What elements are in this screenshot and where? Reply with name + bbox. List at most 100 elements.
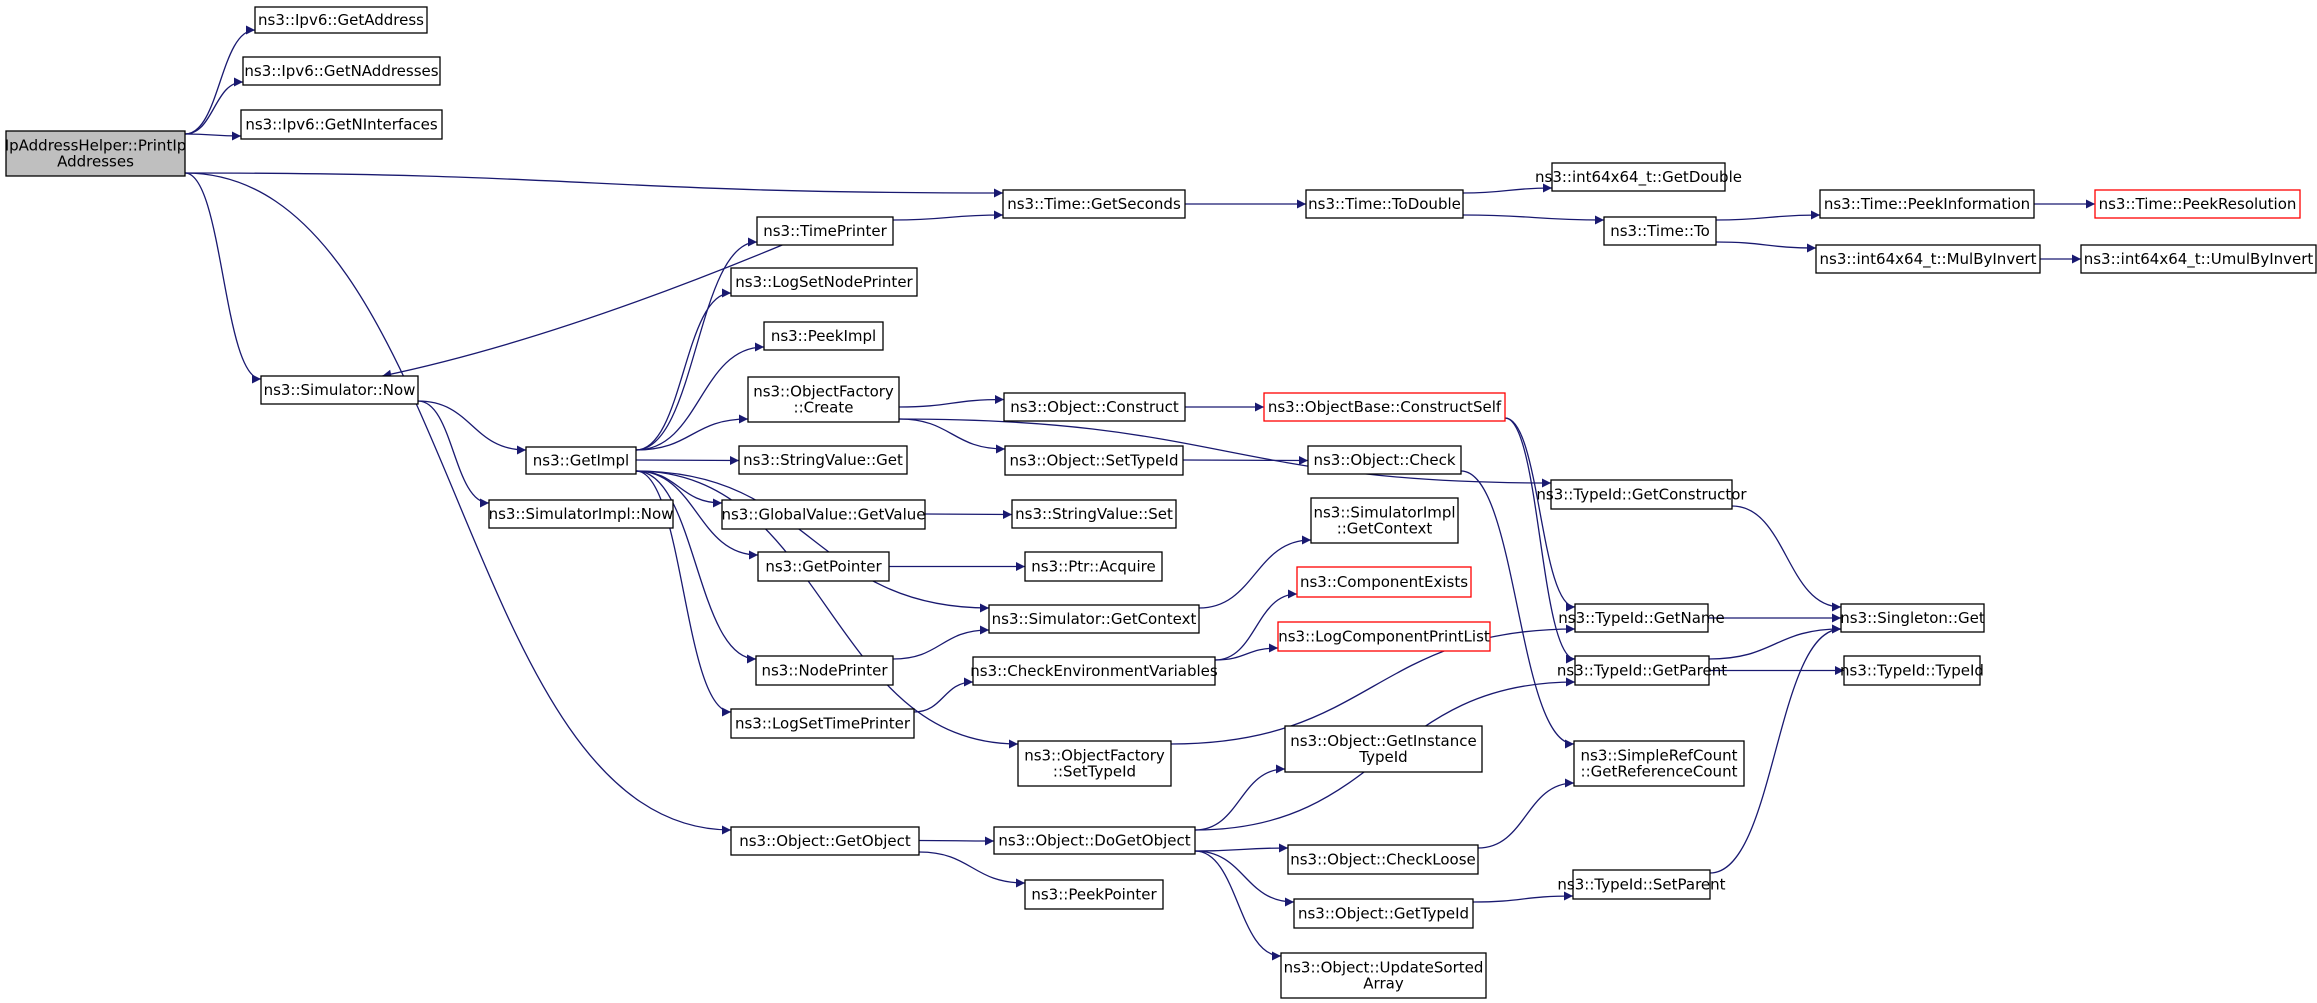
node-time-to-double[interactable]: ns3::Time::ToDouble	[1305, 189, 1464, 219]
node-sim-impl-get-context[interactable]: ns3::SimulatorImpl::GetContext	[1310, 497, 1459, 544]
node-check-env-vars[interactable]: ns3::CheckEnvironmentVariables	[970, 656, 1218, 686]
node-label: ns3::CheckEnvironmentVariables	[970, 662, 1218, 680]
node-label: ns3::GetImpl	[533, 452, 629, 470]
node-label: ns3::Object::SetTypeId	[1010, 452, 1179, 470]
edge-getImpl-to-nodePrinter	[635, 470, 757, 664]
node-box	[972, 656, 1216, 686]
node-node-printer[interactable]: ns3::NodePrinter	[755, 655, 894, 686]
edge-getImpl-to-objFactoryCreate	[635, 414, 749, 451]
node-get-impl[interactable]: ns3::GetImpl	[525, 446, 637, 475]
node-string-value-get[interactable]: ns3::StringValue::Get	[738, 445, 908, 475]
node-obj-set-type-id[interactable]: ns3::Object::SetTypeId	[1004, 445, 1184, 476]
node-label: ns3::int64x64_t::UmulByInvert	[2084, 250, 2314, 269]
node-ptr-acquire[interactable]: ns3::Ptr::Acquire	[1024, 551, 1163, 582]
edge-timePrinter-to-timeGetSeconds	[892, 210, 1004, 221]
node-ipv6-get-address[interactable]: ns3::Ipv6::GetAddress	[254, 6, 428, 34]
node-label: ns3::Time::GetSeconds	[1007, 195, 1181, 213]
edge-objDoGetObject-to-objGetTypeId	[1194, 850, 1295, 907]
node-label: ns3::Object::GetObject	[739, 832, 911, 850]
node-box	[1843, 655, 1981, 686]
node-int64-get-double[interactable]: ns3::int64x64_t::GetDouble	[1535, 162, 1742, 192]
node-peek-pointer[interactable]: ns3::PeekPointer	[1024, 879, 1164, 910]
node-label: ns3::Ipv6::GetAddress	[258, 11, 424, 29]
node-label: ns3::TimePrinter	[763, 222, 887, 240]
edge-getImpl-to-peekImpl	[635, 342, 765, 451]
node-get-pointer[interactable]: ns3::GetPointer	[757, 551, 890, 582]
node-simple-ref-count[interactable]: ns3::SimpleRefCount::GetReferenceCount	[1573, 740, 1745, 787]
node-global-value-get-value[interactable]: ns3::GlobalValue::GetValue	[721, 499, 926, 530]
node-peek-impl[interactable]: ns3::PeekImpl	[763, 321, 884, 351]
edge-objFactoryCreate-to-objSetTypeId	[898, 418, 1006, 454]
node-label: ns3::ObjectBase::ConstructSelf	[1268, 398, 1502, 416]
node-label: ns3::StringValue::Get	[743, 451, 903, 469]
node-label: ::GetReferenceCount	[1581, 763, 1738, 781]
node-string-value-set[interactable]: ns3::StringValue::Set	[1011, 499, 1177, 529]
node-obj-check-loose[interactable]: ns3::Object::CheckLoose	[1287, 844, 1479, 875]
node-singleton-get[interactable]: ns3::Singleton::Get	[1840, 603, 1985, 633]
node-obj-factory-create[interactable]: ns3::ObjectFactory::Create	[747, 376, 900, 423]
node-box	[1287, 844, 1479, 875]
node-box	[1815, 244, 2041, 274]
node-time-peek-information[interactable]: ns3::Time::PeekInformation	[1819, 189, 2035, 219]
node-time-to[interactable]: ns3::Time::To	[1603, 216, 1717, 246]
edge-timeTo-to-timePeekInformation	[1715, 210, 1821, 221]
node-label: ns3::GetPointer	[765, 558, 882, 576]
node-label: ns3::Time::To	[1610, 222, 1710, 240]
node-box	[1819, 189, 2035, 219]
node-label: ns3::PeekPointer	[1031, 886, 1157, 904]
node-label: Array	[1363, 975, 1404, 993]
edge-objGetObject-to-objDoGetObject	[918, 836, 995, 846]
edge-objFactoryCreate-to-objConstruct	[898, 395, 1005, 408]
node-log-set-time-printer[interactable]: ns3::LogSetTimePrinter	[730, 708, 915, 739]
edge-root-to-ipv6GetNAddresses	[184, 77, 244, 135]
node-component-exists[interactable]: ns3::ComponentExists	[1296, 566, 1472, 598]
node-log-component-print-list[interactable]: ns3::LogComponentPrintList	[1277, 621, 1491, 652]
node-time-peek-resolution[interactable]: ns3::Time::PeekResolution	[2094, 189, 2301, 219]
edge-checkEnvVars-to-logComponentPrintList	[1214, 643, 1279, 661]
node-box	[240, 109, 443, 140]
node-sim-get-context[interactable]: ns3::Simulator::GetContext	[988, 604, 1200, 634]
node-label: ns3::Ipv6::GetNInterfaces	[245, 116, 438, 134]
node-box	[1024, 879, 1164, 910]
node-type-id-get-name[interactable]: ns3::TypeId::GetName	[1558, 603, 1725, 633]
node-type-id-set-parent[interactable]: ns3::TypeId::SetParent	[1557, 869, 1726, 900]
node-label: ns3::NodePrinter	[761, 662, 888, 680]
node-label: ns3::Ipv6::GetNAddresses	[244, 62, 438, 80]
node-label: ns3::SimulatorImpl	[1313, 504, 1455, 522]
node-label: ::SetTypeId	[1053, 763, 1136, 781]
node-time-get-seconds[interactable]: ns3::Time::GetSeconds	[1002, 189, 1186, 219]
node-int64-umul-by-invert[interactable]: ns3::int64x64_t::UmulByInvert	[2080, 244, 2317, 274]
node-obj-check[interactable]: ns3::Object::Check	[1307, 445, 1462, 475]
edge-simNow-to-simImplNow	[417, 400, 490, 508]
edge-typeIdSetParent-to-singletonGet	[1709, 624, 1842, 874]
node-type-id-get-constructor[interactable]: ns3::TypeId::GetConstructor	[1536, 479, 1747, 510]
node-obj-get-type-id[interactable]: ns3::Object::GetTypeId	[1293, 898, 1474, 929]
node-label: ns3::Time::PeekResolution	[2099, 195, 2297, 213]
node-ipv6-get-n-interfaces[interactable]: ns3::Ipv6::GetNInterfaces	[240, 109, 443, 140]
node-obj-construct[interactable]: ns3::Object::Construct	[1003, 392, 1186, 422]
node-sim-impl-now[interactable]: ns3::SimulatorImpl::Now	[488, 499, 674, 529]
node-obj-base-construct-self[interactable]: ns3::ObjectBase::ConstructSelf	[1263, 392, 1506, 422]
node-obj-do-get-object[interactable]: ns3::Object::DoGetObject	[993, 826, 1196, 855]
node-obj-factory-set-type-id[interactable]: ns3::ObjectFactory::SetTypeId	[1017, 740, 1172, 787]
node-int64-mul-by-invert[interactable]: ns3::int64x64_t::MulByInvert	[1815, 244, 2041, 274]
node-label: ns3::int64x64_t::MulByInvert	[1820, 250, 2037, 269]
edge-objDoGetObject-to-objUpdateSortedArray	[1194, 850, 1282, 961]
node-ipv6-get-n-addresses[interactable]: ns3::Ipv6::GetNAddresses	[242, 56, 441, 86]
node-log-set-node-printer[interactable]: ns3::LogSetNodePrinter	[730, 267, 918, 297]
node-sim-now[interactable]: ns3::Simulator::Now	[260, 375, 419, 405]
node-type-id-get-parent[interactable]: ns3::TypeId::GetParent	[1557, 655, 1727, 686]
node-obj-get-object[interactable]: ns3::Object::GetObject	[730, 826, 920, 856]
node-time-printer[interactable]: ns3::TimePrinter	[756, 216, 894, 246]
node-box	[993, 826, 1196, 855]
node-box	[1307, 445, 1462, 475]
node-type-id-type-id[interactable]: ns3::TypeId::TypeId	[1840, 655, 1984, 686]
node-box	[2080, 244, 2317, 274]
node-box	[756, 216, 894, 246]
edge-timePrinter-to-simNow	[382, 244, 783, 379]
